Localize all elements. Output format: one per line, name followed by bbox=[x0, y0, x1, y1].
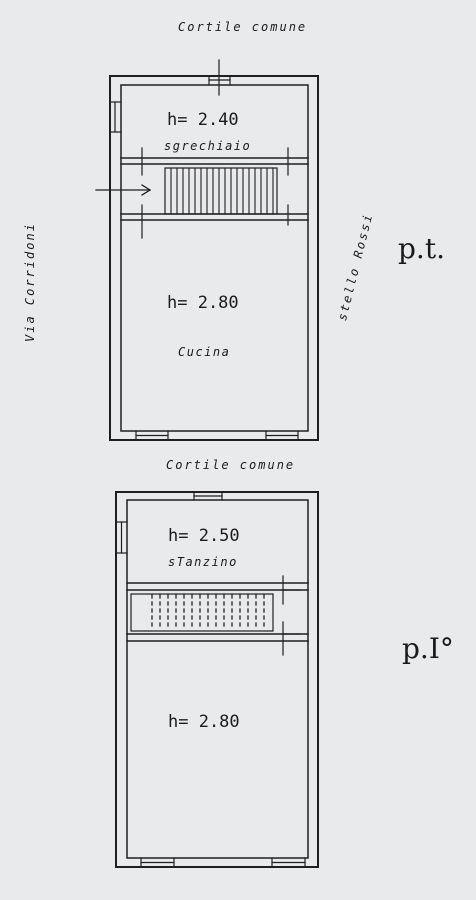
ground-top-room-height: h= 2.40 bbox=[167, 110, 239, 130]
ground-stairs bbox=[164, 167, 278, 215]
first-top-window bbox=[193, 491, 223, 501]
first-main-room-height: h= 2.80 bbox=[168, 712, 240, 732]
ground-main-room-name: Cucina bbox=[178, 345, 231, 359]
entrance-arrow bbox=[95, 184, 152, 196]
first-stair-treads bbox=[151, 594, 265, 631]
first-stairs bbox=[130, 593, 274, 632]
first-top-room-height: h= 2.50 bbox=[168, 526, 240, 546]
floor-label-ground: p.t. bbox=[398, 232, 445, 265]
ground-top-window bbox=[208, 59, 231, 96]
first-top-room-name: sTanzino bbox=[168, 555, 238, 569]
ground-stair-treads bbox=[170, 167, 274, 215]
ground-bottom-windows bbox=[135, 430, 299, 441]
floor-label-first: p.I° bbox=[402, 632, 454, 665]
left-street-label: Via Corridoni bbox=[23, 222, 37, 342]
first-bottom-windows bbox=[140, 857, 306, 868]
first-floor-plan bbox=[115, 491, 319, 868]
ground-floor-plan bbox=[95, 59, 319, 441]
first-outer-wall bbox=[115, 491, 319, 868]
top-street-label: Cortile comune bbox=[178, 20, 308, 34]
ground-main-room-height: h= 2.80 bbox=[167, 293, 239, 313]
ground-top-room-name: sgrechiaio bbox=[164, 139, 252, 153]
first-inner-wall bbox=[126, 499, 309, 859]
middle-street-label: Cortile comune bbox=[166, 458, 296, 472]
ground-outer-wall bbox=[109, 75, 319, 441]
ground-inner-wall bbox=[120, 84, 309, 432]
ground-left-window bbox=[109, 101, 122, 133]
first-left-window bbox=[115, 521, 128, 554]
